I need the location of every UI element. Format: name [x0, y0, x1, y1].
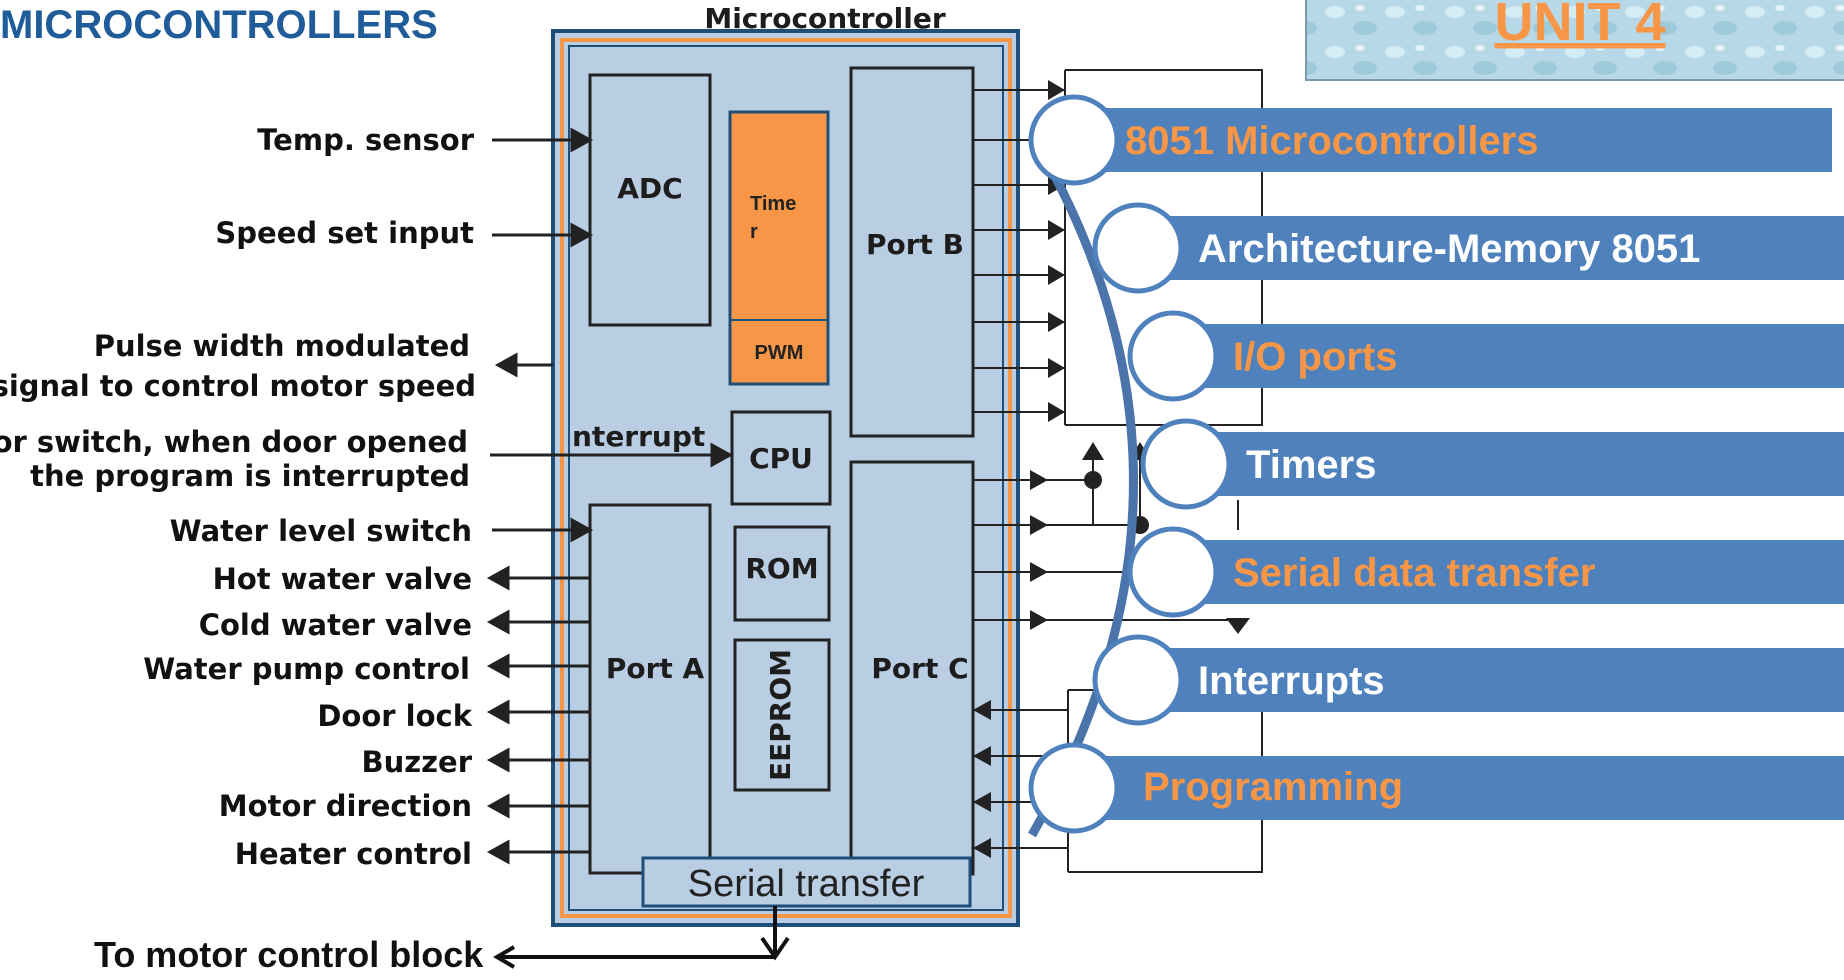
eeprom-label: EEPROM: [764, 649, 797, 781]
timer-label-wrap: r: [750, 221, 758, 243]
output-pwm-line1: Pulse width modulated: [94, 329, 470, 363]
topic-bar-5: [1172, 540, 1844, 604]
topic-bars: [1080, 108, 1844, 820]
timer-label: Time: [750, 193, 796, 215]
topic-bar-1: [1080, 108, 1832, 172]
output-pwm-line2: signal to control motor speed: [0, 369, 476, 403]
port-a-label: Port A: [606, 652, 705, 685]
left-signal-lines: [486, 127, 734, 865]
topic-label-1: 8051 Microcontrollers: [1125, 119, 1539, 163]
input-door-switch-line1: Door switch, when door opened: [0, 425, 468, 459]
topic-label-7: Programming: [1143, 765, 1403, 809]
topic-circles: [1028, 94, 1232, 834]
input-temp-sensor: Temp. sensor: [257, 123, 474, 157]
port-a-block: Port A: [588, 503, 712, 875]
output-water-pump: Water pump control: [143, 652, 470, 686]
topic-bar-7: [1080, 756, 1844, 820]
cpu-block: CPU: [730, 410, 832, 506]
topic-label-6: Interrupts: [1198, 659, 1385, 703]
topic-circle-2: [1092, 202, 1184, 294]
topic-bar-2: [1140, 216, 1844, 280]
input-speed-set: Speed set input: [215, 216, 474, 250]
adc-block: ADC: [588, 73, 712, 327]
motor-control-link: [493, 906, 790, 969]
right-side-arrowheads: [973, 80, 1250, 858]
output-door-lock: Door lock: [317, 699, 472, 733]
topic-circle-1: [1028, 94, 1120, 186]
rom-label: ROM: [745, 552, 818, 585]
topic-circle-6: [1092, 634, 1184, 726]
interrupt-label: nterrupt: [572, 420, 705, 453]
cpu-label: CPU: [749, 442, 813, 475]
timer-block: Time r PWM: [728, 110, 830, 386]
port-b-block: Port B: [849, 66, 975, 438]
output-buzzer: Buzzer: [362, 745, 473, 779]
input-water-level: Water level switch: [170, 514, 472, 548]
input-door-switch-line2: the program is interrupted: [30, 459, 470, 493]
port-c-label: Port C: [871, 652, 968, 685]
output-hot-water: Hot water valve: [213, 562, 472, 596]
topic-label-3: I/O ports: [1233, 335, 1397, 379]
topic-circle-7: [1028, 742, 1120, 834]
serial-transfer-label: Serial transfer: [688, 863, 925, 905]
rom-block: ROM: [733, 525, 831, 622]
topic-bar-4: [1184, 432, 1844, 496]
adc-label: ADC: [617, 172, 682, 205]
topic-bar-6: [1140, 648, 1844, 712]
output-heater-control: Heater control: [235, 837, 472, 871]
output-motor-direction: Motor direction: [219, 789, 472, 823]
topic-label-5: Serial data transfer: [1233, 551, 1595, 595]
serial-transfer-block: Serial transfer: [641, 856, 972, 908]
output-cold-water: Cold water valve: [199, 608, 472, 642]
topic-label-2: Architecture-Memory 8051: [1198, 227, 1700, 271]
topic-arc: [1028, 132, 1138, 838]
motor-control-label: To motor control block: [94, 934, 484, 975]
topic-circle-5: [1127, 526, 1219, 618]
slide-title: MICROCONTROLLERS: [0, 3, 438, 47]
unit-badge: UNIT 4: [1305, 0, 1844, 81]
topic-circle-4: [1140, 418, 1232, 510]
pwm-label: PWM: [755, 342, 804, 364]
port-c-block: Port C: [849, 460, 975, 876]
topic-circle-3: [1127, 310, 1219, 402]
topic-bar-3: [1172, 324, 1844, 388]
port-b-label: Port B: [866, 228, 964, 261]
topic-label-4: Timers: [1246, 443, 1376, 487]
eeprom-block: EEPROM: [733, 638, 831, 792]
unit-badge-label: UNIT 4: [1494, 0, 1665, 52]
